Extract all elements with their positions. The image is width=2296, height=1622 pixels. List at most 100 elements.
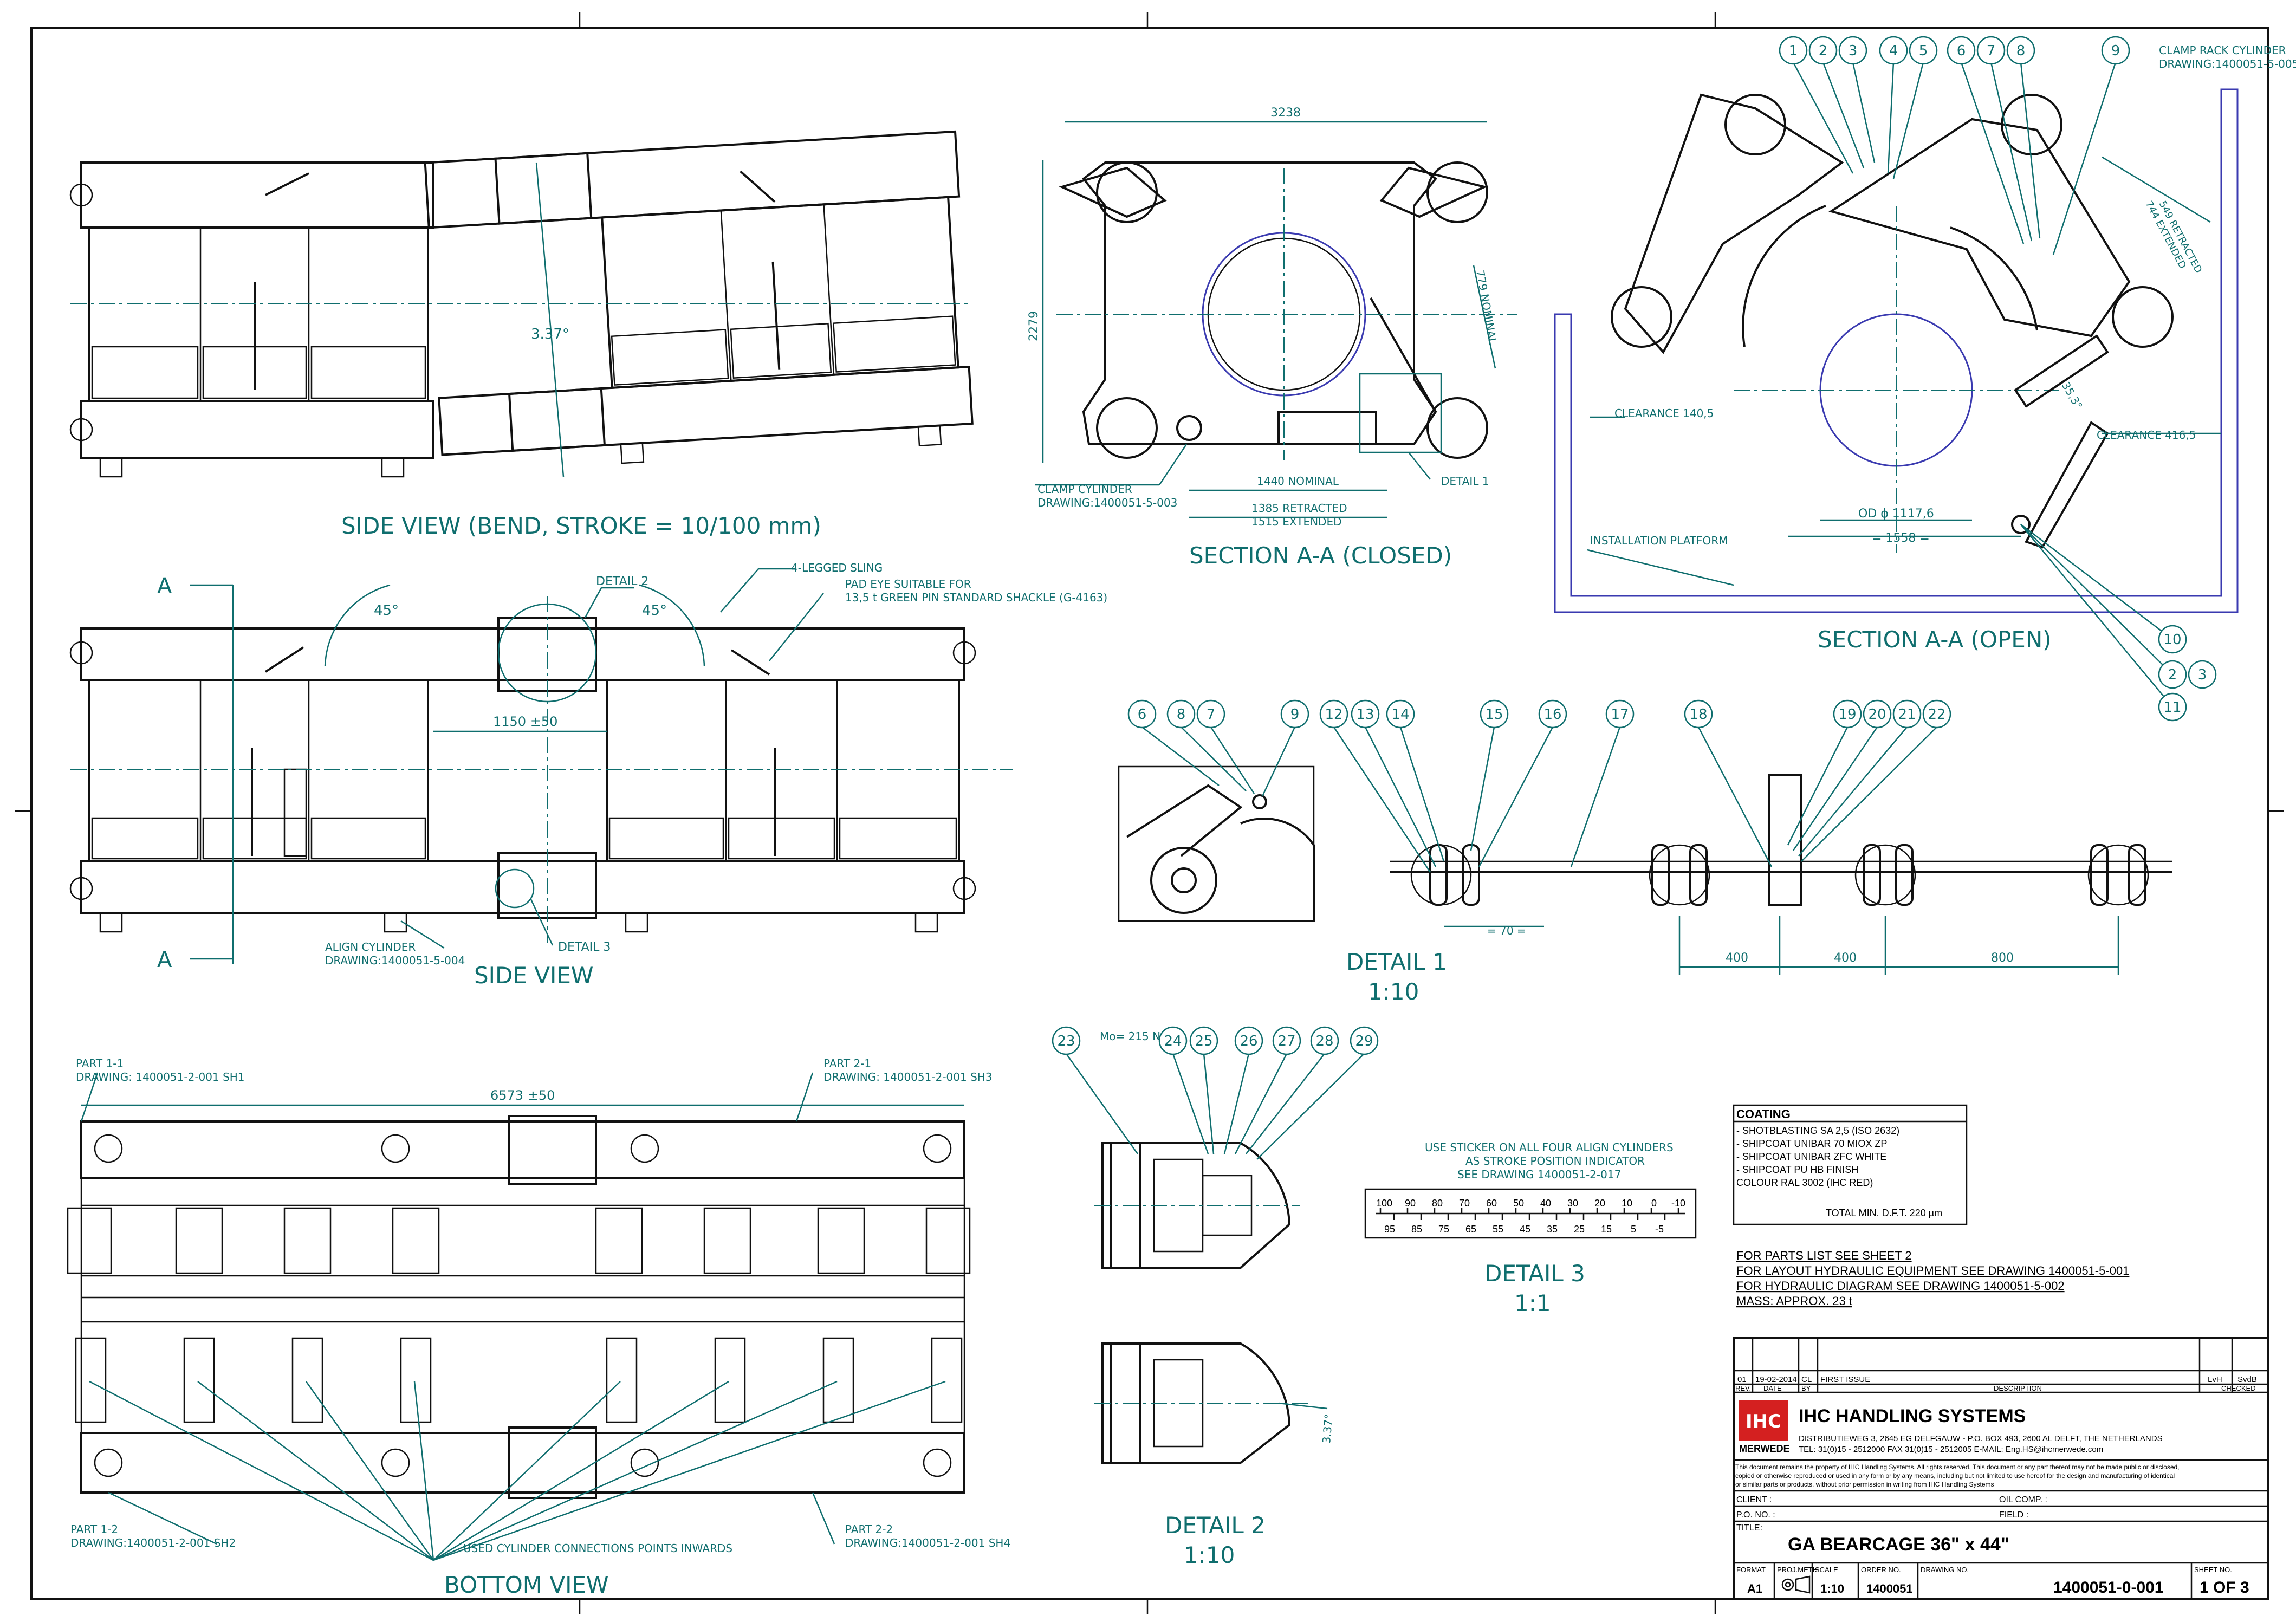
balloon: 15 bbox=[1480, 699, 1509, 729]
balloon: 6 bbox=[1947, 36, 1976, 65]
oil-comp-field: OIL COMP. : bbox=[1999, 1495, 2047, 1504]
detail1-ref: DETAIL 1 bbox=[1441, 475, 1489, 488]
scale-top-label: 60 bbox=[1486, 1198, 1497, 1209]
clearance-left: CLEARANCE 140,5 bbox=[1614, 407, 1714, 420]
balloons-top: 1 2 3 4 5 6 7 8 9 bbox=[1779, 36, 2130, 65]
balloon: 2 bbox=[1808, 36, 1838, 65]
clamp-cyl-label-1: CLAMP CYLINDER bbox=[1037, 483, 1132, 496]
svg-text:24: 24 bbox=[1164, 1033, 1182, 1049]
svg-text:18: 18 bbox=[1689, 706, 1707, 723]
scale-bottom-label: -5 bbox=[1655, 1224, 1664, 1235]
align-cyl-label-1: ALIGN CYLINDER bbox=[325, 940, 416, 953]
client-field: CLIENT : bbox=[1736, 1495, 1772, 1504]
dim-1385: 1385 RETRACTED bbox=[1251, 502, 1347, 515]
coating-table: COATING - SHOTBLASTING SA 2,5 (ISO 2632)… bbox=[1733, 1104, 1968, 1225]
balloon: 1 bbox=[1779, 36, 1808, 65]
h-by: BY bbox=[1801, 1384, 1811, 1392]
scale-bottom-label: 25 bbox=[1574, 1224, 1585, 1235]
balloon: 9 bbox=[2101, 36, 2130, 65]
scale-bottom-label: 45 bbox=[1520, 1224, 1530, 1235]
part12-drawing: DRAWING:1400051-2-001 SH2 bbox=[70, 1536, 236, 1549]
scale-top-label: 40 bbox=[1540, 1198, 1551, 1209]
detail-1: = 70 = 400 400 800 DETAIL 1 1:10 bbox=[1118, 726, 2172, 1005]
title-block: 01 19-02-2014 CL FIRST ISSUE LvH SvdB RE… bbox=[1733, 1337, 2269, 1600]
detail2-callout-circle bbox=[497, 603, 597, 703]
balloon: 5 bbox=[1909, 36, 1938, 65]
svg-text:15: 15 bbox=[1485, 706, 1503, 723]
svg-text:13: 13 bbox=[1356, 706, 1374, 723]
svg-text:11: 11 bbox=[2163, 699, 2181, 716]
section-marker-top: A bbox=[157, 574, 172, 599]
general-notes: FOR PARTS LIST SEE SHEET 2 FOR LAYOUT HY… bbox=[1736, 1249, 2129, 1308]
coating-header: COATING bbox=[1736, 1107, 1791, 1121]
balloon: 28 bbox=[1310, 1026, 1339, 1055]
section-open-title: SECTION A-A (OPEN) bbox=[1818, 626, 2052, 653]
clamp-cyl-label-2: DRAWING:1400051-5-003 bbox=[1037, 496, 1177, 509]
svg-text:26: 26 bbox=[1240, 1033, 1257, 1049]
pad-eye-label-1: PAD EYE SUITABLE FOR bbox=[845, 578, 971, 591]
dim-1558: = 1558 = bbox=[1872, 531, 1930, 545]
part22-drawing: DRAWING:1400051-2-001 SH4 bbox=[845, 1536, 1010, 1549]
scale-bottom-label: 35 bbox=[1547, 1224, 1558, 1235]
bottom-view-title: BOTTOM VIEW bbox=[444, 1572, 609, 1598]
svg-text:6: 6 bbox=[1138, 706, 1147, 723]
balloon: 7 bbox=[1976, 36, 2006, 65]
rev-number: 01 bbox=[1737, 1375, 1747, 1384]
svg-text:12: 12 bbox=[1325, 706, 1342, 723]
balloon: 9 bbox=[1280, 699, 1309, 729]
scale-top-label: 50 bbox=[1513, 1198, 1524, 1209]
coating-line: - SHIPCOAT UNIBAR ZFC WHITE bbox=[1736, 1151, 1886, 1162]
detail2-scale: 1:10 bbox=[1184, 1542, 1235, 1568]
company-address: DISTRIBUTIEWEG 3, 2645 EG DELFGAUW - P.O… bbox=[1799, 1434, 2163, 1443]
svg-text:29: 29 bbox=[1355, 1033, 1373, 1049]
part11-label: PART 1-1 bbox=[76, 1057, 124, 1070]
detail2-angle: 3.37° bbox=[1320, 1413, 1335, 1444]
title-label: TITLE: bbox=[1736, 1523, 1762, 1533]
balloons-right: 10 2 3 11 bbox=[2158, 625, 2217, 722]
logo-text: IHC bbox=[1746, 1411, 1781, 1432]
clamp-rack-label-1: CLAMP RACK CYLINDER bbox=[2159, 44, 2286, 57]
drawing-title: GA BEARCAGE 36" x 44" bbox=[1788, 1534, 2009, 1555]
h-sheet: SHEET NO. bbox=[2194, 1566, 2232, 1574]
order-value: 1400051 bbox=[1866, 1582, 1913, 1595]
coating-total: TOTAL MIN. D.F.T. 220 µm bbox=[1826, 1208, 1942, 1218]
h-rev: REV. bbox=[1735, 1384, 1751, 1392]
side-view: A A 45° 45° DETAIL 2 DETAIL 3 1150 ±50 4… bbox=[69, 561, 1107, 989]
clearance-right: CLEARANCE 416,5 bbox=[2097, 429, 2196, 442]
svg-text:1: 1 bbox=[1789, 43, 1798, 59]
svg-text:9: 9 bbox=[1290, 706, 1300, 723]
h-proj: PROJ.METH. bbox=[1777, 1566, 1820, 1574]
balloon: 29 bbox=[1350, 1026, 1379, 1055]
dim-2279: 2279 bbox=[1027, 311, 1041, 341]
balloon: 7 bbox=[1196, 699, 1225, 729]
note-line: FOR HYDRAULIC DIAGRAM SEE DRAWING 140005… bbox=[1736, 1279, 2065, 1293]
balloon: 23 bbox=[1052, 1026, 1081, 1055]
svg-text:3: 3 bbox=[1849, 43, 1858, 59]
installation-platform bbox=[1554, 88, 2239, 613]
balloons-detail2: 23 24 25 26 27 28 29 bbox=[1052, 1026, 1379, 1055]
balloon: 6 bbox=[1127, 699, 1157, 729]
field-field: FIELD : bbox=[1999, 1510, 2028, 1520]
bottom-dim: 6573 ±50 bbox=[490, 1088, 555, 1103]
scale-bottom-label: 55 bbox=[1493, 1224, 1503, 1235]
detail1-title: DETAIL 1 bbox=[1346, 949, 1447, 975]
svg-text:19: 19 bbox=[1838, 706, 1856, 723]
svg-text:20: 20 bbox=[1868, 706, 1886, 723]
balloon: 25 bbox=[1189, 1026, 1218, 1055]
balloon: 3 bbox=[1838, 36, 1867, 65]
svg-text:2: 2 bbox=[2168, 667, 2177, 683]
svg-text:8: 8 bbox=[2016, 43, 2026, 59]
balloon: 10 bbox=[2158, 625, 2187, 654]
h-drawing: DRAWING NO. bbox=[1921, 1566, 1969, 1574]
detail3-title: DETAIL 3 bbox=[1484, 1260, 1585, 1287]
scale-top-label: 80 bbox=[1432, 1198, 1443, 1209]
install-platform-label: INSTALLATION PLATFORM bbox=[1590, 534, 1728, 547]
balloon: 12 bbox=[1319, 699, 1348, 729]
rev-description: FIRST ISSUE bbox=[1820, 1375, 1870, 1384]
section-marker-bottom: A bbox=[157, 948, 172, 972]
bottom-view: USED CYLINDER CONNECTIONS POINTS INWARDS… bbox=[67, 1057, 1010, 1598]
svg-text:23: 23 bbox=[1057, 1033, 1075, 1049]
company-contact: TEL: 31(0)15 - 2512000 FAX 31(0)15 - 251… bbox=[1799, 1445, 2103, 1454]
balloon: 4 bbox=[1879, 36, 1908, 65]
detail2-title: DETAIL 2 bbox=[1165, 1512, 1266, 1539]
